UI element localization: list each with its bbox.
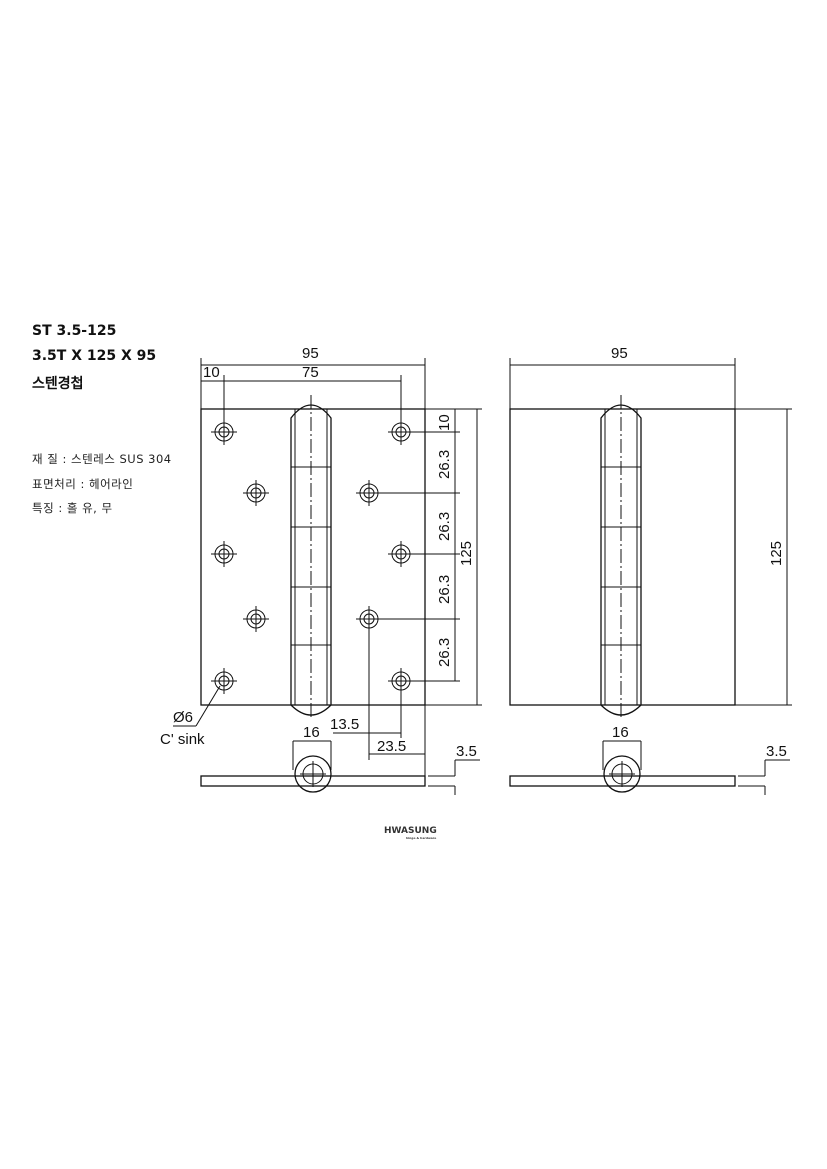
side-view-left: 3.5 xyxy=(200,743,480,795)
dim-pitch-4: 26.3 xyxy=(436,638,453,667)
dim-offset-b: 23.5 xyxy=(377,738,406,755)
dim-hole-dia: Ø6 xyxy=(173,709,193,726)
front-view-with-holes: 95 75 10 10 26.3 26.3 26.3 26.3 125 Ø6 C… xyxy=(160,345,482,785)
screw-hole xyxy=(243,480,269,506)
front-view-plain: 95 125 16 xyxy=(509,345,792,770)
spec-material: 재 질 : 스텐레스 SUS 304 xyxy=(32,452,172,466)
countersink-note: C' sink xyxy=(160,731,205,748)
logo-tagline: hinge & hardware xyxy=(406,836,437,840)
model-code: ST 3.5-125 xyxy=(32,323,117,339)
screw-hole xyxy=(211,541,237,567)
logo-text: HWASUNG xyxy=(384,826,437,836)
dim-edge-offset: 10 xyxy=(203,364,220,381)
hwasung-logo: HWASUNG hinge & hardware xyxy=(384,826,437,840)
dim-width: 95 xyxy=(302,345,319,362)
dim-thickness: 3.5 xyxy=(456,743,477,760)
dim-top-offset: 10 xyxy=(436,414,453,431)
dim-height-right: 125 xyxy=(768,541,785,566)
dim-thickness-right: 3.5 xyxy=(766,743,787,760)
dim-knuckle: 16 xyxy=(303,724,320,741)
dim-knuckle-right: 16 xyxy=(612,724,629,741)
screw-hole xyxy=(243,606,269,632)
dim-width-right: 95 xyxy=(611,345,628,362)
spec-feature: 특징 : 홀 유, 무 xyxy=(32,501,113,515)
screw-hole xyxy=(211,668,237,694)
dim-hole-span: 75 xyxy=(302,364,319,381)
dim-pitch-1: 26.3 xyxy=(436,450,453,479)
model-size: 3.5T X 125 X 95 xyxy=(32,348,157,364)
dim-height: 125 xyxy=(458,541,475,566)
side-view-right: 3.5 xyxy=(509,743,790,795)
dim-offset-a: 13.5 xyxy=(330,716,359,733)
spec-finish: 표면처리 : 헤어라인 xyxy=(32,477,134,491)
product-name: 스텐경첩 xyxy=(32,376,84,392)
dim-pitch-2: 26.3 xyxy=(436,512,453,541)
dim-pitch-3: 26.3 xyxy=(436,575,453,604)
